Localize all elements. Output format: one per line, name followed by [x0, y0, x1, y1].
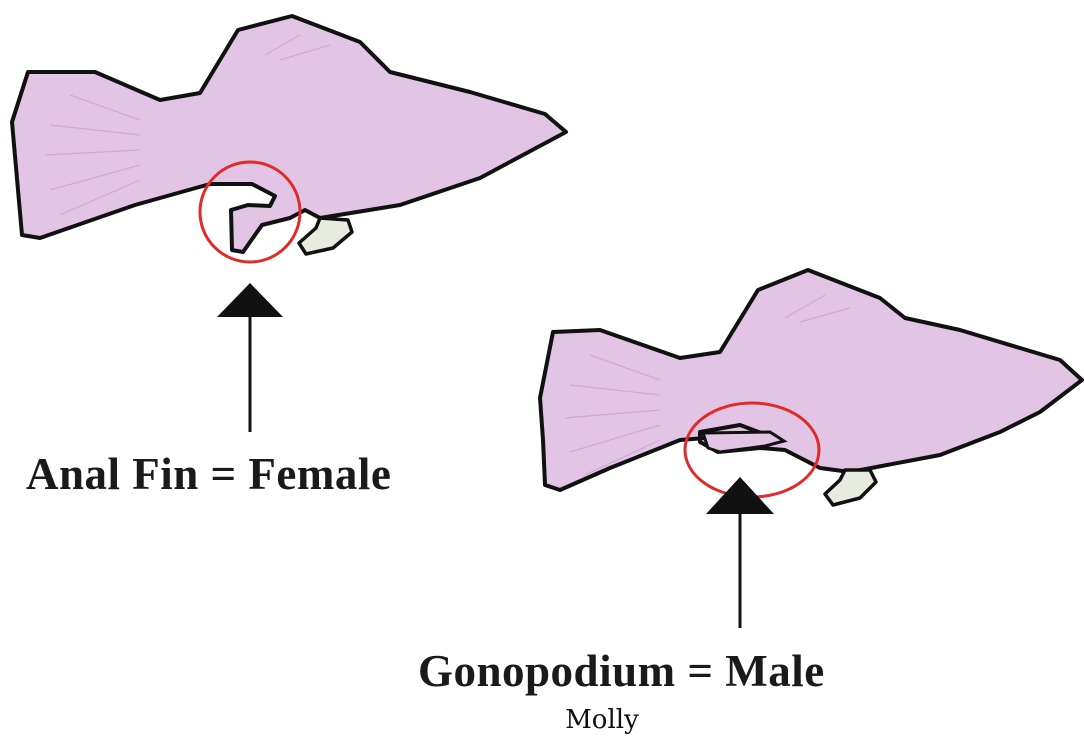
male-pelvic-fin	[825, 470, 876, 505]
male-label: Gonopodium = Male	[418, 645, 825, 697]
male-fish	[540, 270, 1082, 628]
female-fish	[12, 16, 566, 432]
female-arrow-head	[217, 283, 283, 317]
female-pelvic-fin	[299, 218, 352, 254]
female-label: Anal Fin = Female	[26, 448, 391, 500]
caption: Molly	[542, 705, 662, 735]
female-fish-body	[12, 16, 566, 252]
